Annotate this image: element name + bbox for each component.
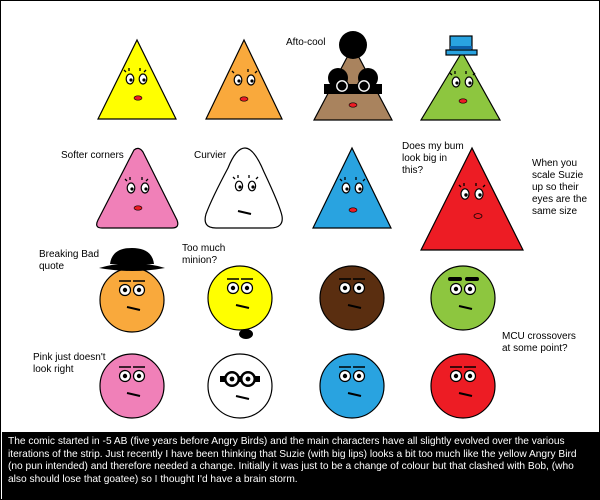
note-minion: Too much minion? xyxy=(182,243,225,267)
note-breaking-line: quote xyxy=(39,261,65,272)
note-scale-line: same size xyxy=(532,206,578,217)
character-sheet: .o { stroke:#000; stroke-width:1.2; } .e… xyxy=(96,31,524,419)
suzie-blue-triangle xyxy=(312,146,392,229)
note-breaking-line: Breaking Bad xyxy=(39,249,100,260)
bob-dark-brown-circle xyxy=(319,265,385,331)
note-mcu-line: MCU crossovers xyxy=(502,331,576,342)
bob-red-circle xyxy=(430,353,496,419)
note-pink: Pink just doesn't look right xyxy=(33,352,106,376)
note-mcu-line: at some point? xyxy=(502,343,568,354)
bob-pink-circle xyxy=(99,353,165,419)
note-scale-line: up so their xyxy=(532,182,579,193)
bob-green-circle xyxy=(430,265,496,331)
note-scale-suzie: When you scale Suzie up so their eyes ar… xyxy=(532,158,587,218)
note-bum-line: look big in xyxy=(402,153,448,164)
note-minion-line: Too much xyxy=(182,243,226,254)
bob-yellow-goatee-circle xyxy=(207,265,273,339)
suzie-brown-afro-triangle xyxy=(313,31,393,121)
note-bum-line: this? xyxy=(402,165,424,176)
note-afro: Afto-cool xyxy=(286,37,326,48)
bob-blue-circle xyxy=(319,353,385,419)
bob-orange-hat-circle xyxy=(99,248,165,333)
suzie-red-scaled-triangle xyxy=(420,146,524,251)
note-scale-line: scale Suzie xyxy=(532,170,584,181)
suzie-yellow-triangle xyxy=(97,38,177,120)
note-pink-line: look right xyxy=(33,364,74,375)
note-curvier: Curvier xyxy=(194,150,227,161)
note-scale-line: eyes are the xyxy=(532,194,588,205)
note-softer-corners: Softer corners xyxy=(61,150,124,161)
bob-white-goggles-circle xyxy=(207,353,273,419)
suzie-pink-soft-triangle xyxy=(96,147,179,229)
note-breaking-bad: Breaking Bad quote xyxy=(39,249,99,273)
note-bum: Does my bum look big in this? xyxy=(402,141,464,177)
note-bum-line: Does my bum xyxy=(402,141,464,152)
note-mcu: MCU crossovers at some point? xyxy=(502,331,576,355)
note-scale-line: When you xyxy=(532,158,578,169)
caption-box: The comic started in -5 AB (five years b… xyxy=(2,432,600,500)
note-minion-line: minion? xyxy=(182,255,218,266)
suzie-white-curvy-triangle xyxy=(204,147,283,229)
suzie-orange-triangle xyxy=(205,38,283,120)
suzie-green-hat-triangle xyxy=(419,35,502,121)
note-pink-line: Pink just doesn't xyxy=(33,352,106,363)
